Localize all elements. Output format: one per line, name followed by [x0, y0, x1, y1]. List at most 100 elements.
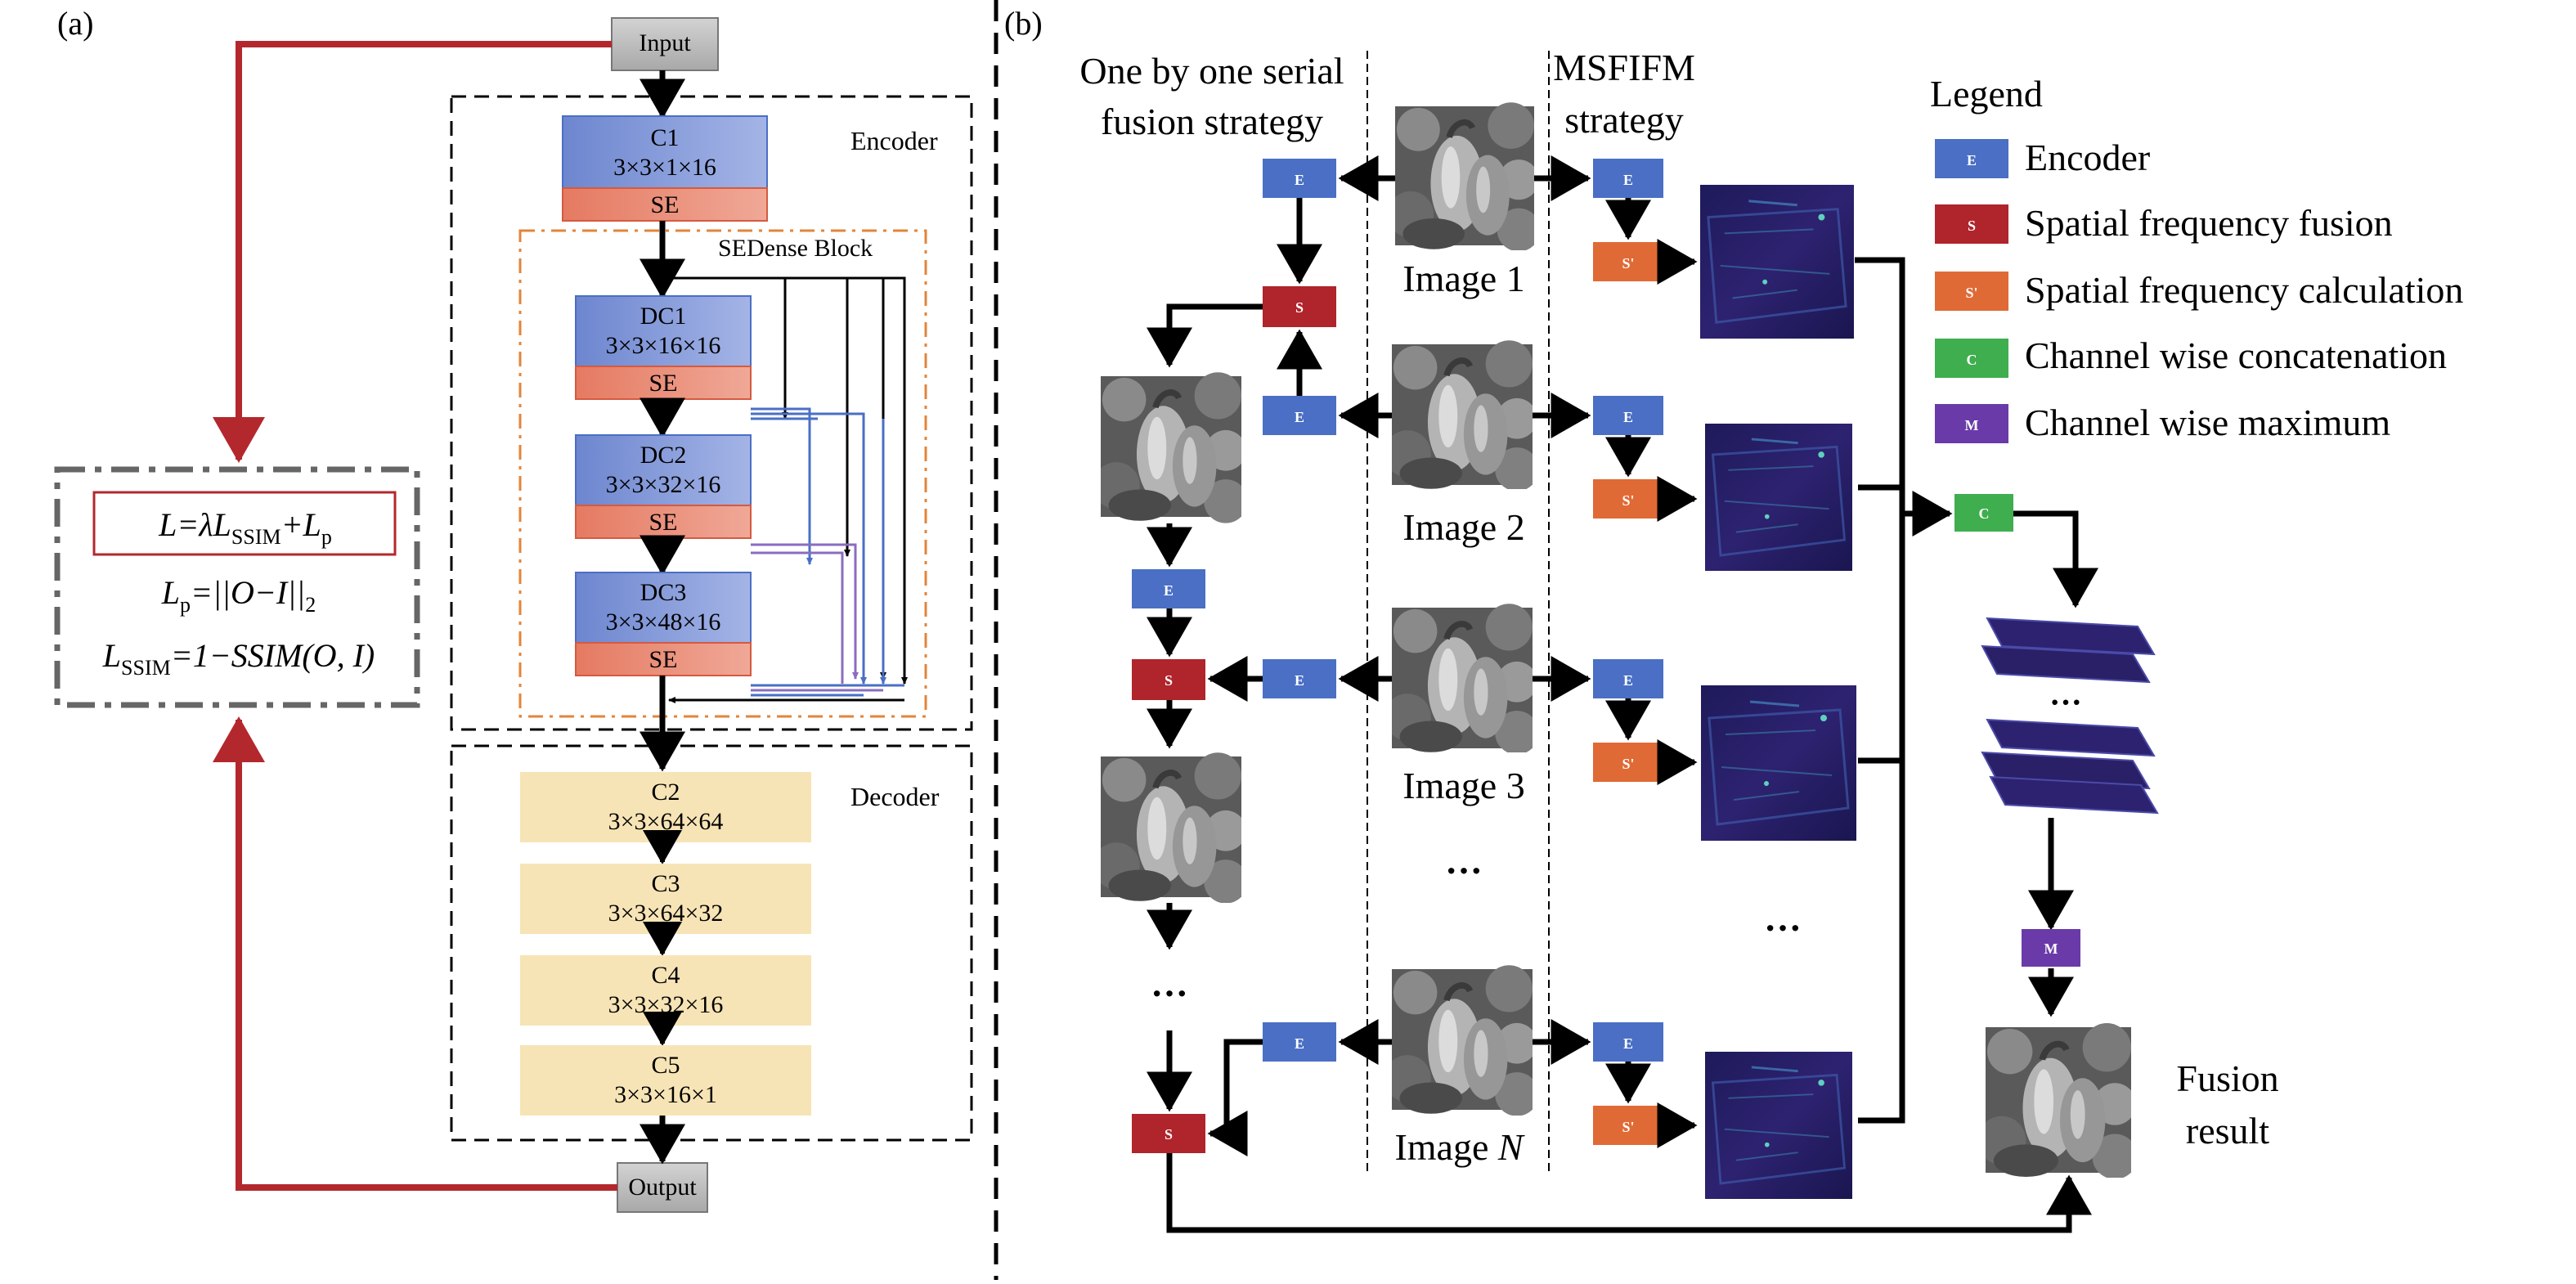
serial-fusion-blocks: S S S	[1132, 286, 1336, 1153]
legend-item-sf-fusion: S Spatial frequency fusion	[1935, 202, 2393, 244]
dc3-name: DC3	[640, 579, 687, 606]
feature-map-1	[1699, 185, 1855, 339]
msfifm-title-1: MSFIFM	[1553, 47, 1695, 88]
msfifm-title-2: strategy	[1564, 99, 1684, 141]
image-3-label: Image 3	[1402, 765, 1524, 806]
legend-label-max: Channel wise maximum	[2025, 402, 2390, 443]
svg-text:C: C	[1967, 352, 1977, 368]
serial-arrows	[1147, 155, 2092, 1233]
c3-dims: 3×3×64×32	[608, 900, 724, 927]
encoder-label: Encoder	[850, 126, 938, 155]
legend-item-encoder: E Encoder	[1935, 137, 2150, 178]
c1-block: C1 3×3×1×16 SE	[562, 115, 768, 222]
dc1-se: SE	[648, 370, 677, 397]
source-image-2: Image 2	[1384, 340, 1538, 548]
c2-block: C2 3×3×64×64	[520, 772, 811, 842]
decoder-group: Decoder	[450, 744, 973, 1142]
svg-text:S: S	[1165, 672, 1173, 689]
c1-name: C1	[650, 124, 679, 151]
intermediate-fusion-2	[1093, 752, 1247, 903]
svg-text:S: S	[1295, 299, 1304, 316]
legend-item-sf-calc: S' Spatial frequency calculation	[1935, 269, 2463, 311]
loss-eq-2: Lp=||O−I||2	[161, 574, 316, 617]
source-image-n: Image N	[1384, 965, 1538, 1168]
panel-b: (b) One by one serial fusion strategy MS…	[1004, 5, 2463, 1233]
svg-text:E: E	[1623, 672, 1633, 689]
loss-feedback-top	[213, 41, 612, 463]
c3-name: C3	[651, 870, 680, 897]
c5-name: C5	[651, 1052, 680, 1079]
svg-text:S': S'	[1622, 756, 1634, 772]
feature-map-n	[1703, 1052, 1854, 1199]
c5-dims: 3×3×16×1	[614, 1081, 717, 1108]
stacked-features: ···	[1981, 617, 2159, 815]
svg-text:M: M	[1965, 417, 1979, 433]
svg-text:E: E	[1623, 172, 1633, 188]
feature-map-2	[1703, 424, 1854, 571]
serial-title-1: One by one serial	[1079, 50, 1344, 92]
msfifm-arrows	[1533, 155, 2098, 1148]
svg-text:E: E	[1295, 172, 1304, 188]
legend-item-concat: C Channel wise concatenation	[1935, 334, 2447, 378]
c5-block: C5 3×3×16×1	[520, 1045, 811, 1116]
dc2-se: SE	[648, 509, 677, 536]
serial-title-2: fusion strategy	[1101, 101, 1323, 142]
svg-text:S': S'	[1622, 492, 1634, 509]
image-1-label: Image 1	[1402, 258, 1524, 299]
c4-block: C4 3×3×32×16	[520, 955, 811, 1026]
dc1-block: DC1 3×3×16×16 SE	[575, 295, 752, 400]
dc3-block: DC3 3×3×48×16 SE	[575, 572, 752, 676]
dc2-block: DC2 3×3×32×16 SE	[575, 434, 752, 539]
fusion-result-image	[1977, 1023, 2138, 1179]
output-label: Output	[628, 1174, 697, 1201]
encoder-group: Encoder	[450, 95, 973, 731]
c1-dims: 3×3×1×16	[613, 154, 716, 181]
output-node: Output	[617, 1162, 708, 1213]
svg-text:E: E	[1623, 409, 1633, 425]
panel-a-label: (a)	[57, 5, 93, 42]
image-n-label: Image N	[1394, 1126, 1524, 1168]
image-2-label: Image 2	[1402, 506, 1524, 548]
panel-a: (a) Input Output L=λLSSIM+Lp Lp=||O−I||2…	[54, 5, 973, 1213]
dc2-dims: 3×3×32×16	[606, 471, 721, 498]
dc1-dims: 3×3×16×16	[606, 332, 721, 359]
svg-text:S': S'	[1622, 1119, 1634, 1135]
c2-dims: 3×3×64×64	[608, 808, 724, 835]
max-block: M	[2022, 929, 2080, 967]
svg-text:S': S'	[1622, 255, 1634, 272]
concat-block: C	[1954, 494, 2013, 532]
msfifm-sf-calc: S' S' S' S'	[1593, 242, 1663, 1145]
c4-name: C4	[651, 962, 680, 989]
svg-text:E: E	[1295, 672, 1304, 689]
c3-block: C3 3×3×64×32	[520, 864, 811, 934]
input-node: Input	[611, 17, 719, 71]
loss-feedback-bottom	[213, 716, 617, 1191]
source-image-1: Image 1	[1388, 102, 1541, 299]
svg-text:E: E	[1295, 1035, 1304, 1052]
sedense-label: SEDense Block	[718, 235, 873, 262]
serial-encoders: E E E E E	[1132, 159, 1336, 1062]
fusion-result-1: Fusion	[2176, 1057, 2278, 1099]
decoder-label: Decoder	[850, 782, 940, 811]
loss-box: L=λLSSIM+Lp Lp=||O−I||2 LSSIM=1−SSIM(O, …	[54, 466, 420, 708]
legend-label-sf-fusion: Spatial frequency fusion	[2025, 202, 2393, 244]
svg-text:S: S	[1165, 1126, 1173, 1143]
serial-ellipsis: ···	[1151, 972, 1188, 1014]
image-ellipsis: ···	[1445, 850, 1483, 891]
loss-eq-1: L=λLSSIM+Lp	[158, 506, 332, 549]
svg-text:S: S	[1968, 218, 1976, 234]
msfifm-encoders: E E E E	[1593, 159, 1663, 1062]
legend-label-sf-calc: Spatial frequency calculation	[2025, 269, 2463, 311]
c1-se: SE	[650, 191, 679, 218]
stacked-ellipsis: ···	[2049, 684, 2082, 721]
legend: Legend E Encoder S Spatial frequency fus…	[1930, 73, 2463, 443]
input-label: Input	[639, 29, 691, 56]
intermediate-fusion-1	[1093, 372, 1247, 523]
dense-connections	[662, 276, 908, 703]
sedense-group: SEDense Block	[518, 229, 927, 718]
fusion-result-2: result	[2186, 1110, 2269, 1152]
dc3-dims: 3×3×48×16	[606, 608, 721, 635]
svg-text:E: E	[1967, 152, 1977, 168]
